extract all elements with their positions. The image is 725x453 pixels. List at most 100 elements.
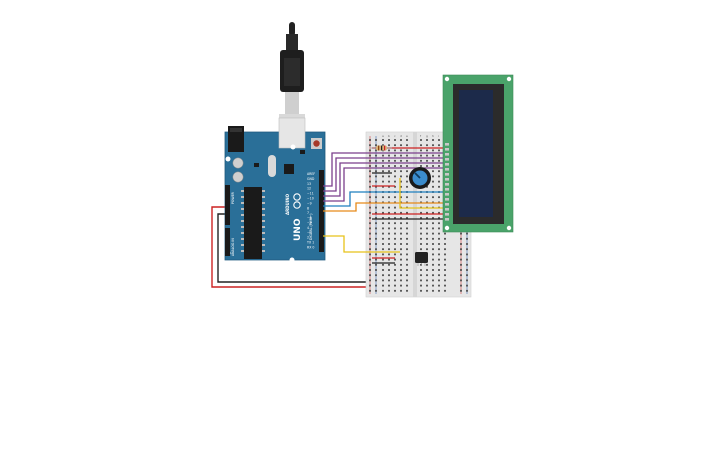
breadboard-hole[interactable] (400, 248, 402, 251)
breadboard-hole[interactable] (406, 243, 408, 245)
lcd-module[interactable] (442, 74, 514, 233)
breadboard-hole[interactable] (394, 165, 396, 167)
breadboard-hole[interactable] (382, 165, 384, 167)
breadboard-hole[interactable] (426, 144, 428, 147)
breadboard-hole[interactable] (400, 154, 402, 157)
breadboard-hole[interactable] (400, 263, 402, 266)
breadboard-hole[interactable] (438, 217, 440, 219)
breadboard-hole[interactable] (382, 258, 384, 261)
breadboard-hole[interactable] (400, 269, 402, 271)
breadboard-hole[interactable] (420, 248, 422, 251)
breadboard-hole[interactable] (388, 175, 390, 178)
breadboard-hole[interactable] (406, 258, 408, 261)
breadboard-hole[interactable] (388, 248, 390, 251)
breadboard-hole[interactable] (369, 154, 371, 157)
breadboard-hole[interactable] (400, 170, 402, 173)
arduino-board[interactable]: ARDUINO UNO DIGITAL (PWM~) POWER ANALOG … (224, 117, 326, 263)
breadboard-hole[interactable] (388, 154, 390, 157)
breadboard-hole[interactable] (426, 222, 428, 225)
lcd-pin[interactable] (445, 143, 449, 146)
analog-header[interactable] (225, 228, 230, 256)
breadboard-hole[interactable] (444, 263, 446, 266)
breadboard-hole[interactable] (394, 253, 396, 256)
breadboard-hole[interactable] (432, 263, 434, 266)
breadboard-hole[interactable] (388, 237, 390, 240)
breadboard-hole[interactable] (432, 253, 434, 256)
breadboard-hole[interactable] (382, 196, 384, 199)
lcd-pins[interactable] (445, 143, 449, 221)
breadboard-hole[interactable] (444, 237, 446, 240)
breadboard-hole[interactable] (406, 196, 408, 199)
breadboard-hole[interactable] (432, 154, 434, 157)
breadboard-hole[interactable] (426, 248, 428, 251)
breadboard-hole[interactable] (369, 165, 371, 167)
breadboard-hole[interactable] (466, 243, 468, 245)
breadboard-hole[interactable] (369, 289, 371, 292)
breadboard-hole[interactable] (406, 253, 408, 256)
breadboard-hole[interactable] (388, 222, 390, 225)
breadboard-hole[interactable] (438, 237, 440, 240)
breadboard-hole[interactable] (466, 258, 468, 261)
breadboard-hole[interactable] (388, 269, 390, 271)
breadboard-hole[interactable] (420, 232, 422, 235)
breadboard-hole[interactable] (400, 258, 402, 261)
breadboard-hole[interactable] (394, 185, 396, 188)
breadboard-hole[interactable] (382, 222, 384, 225)
breadboard-hole[interactable] (406, 269, 408, 271)
breadboard-hole[interactable] (444, 269, 446, 271)
breadboard-hole[interactable] (375, 237, 377, 240)
breadboard-hole[interactable] (388, 253, 390, 256)
breadboard-hole[interactable] (400, 196, 402, 199)
breadboard-hole[interactable] (426, 185, 428, 188)
breadboard-hole[interactable] (382, 243, 384, 245)
breadboard-hole[interactable] (394, 227, 396, 230)
breadboard-hole[interactable] (460, 253, 462, 256)
breadboard-hole[interactable] (460, 237, 462, 240)
breadboard-hole[interactable] (382, 253, 384, 256)
breadboard-hole[interactable] (444, 253, 446, 256)
breadboard-hole[interactable] (388, 206, 390, 209)
breadboard-hole[interactable] (466, 248, 468, 251)
breadboard-hole[interactable] (382, 159, 384, 162)
breadboard-hole[interactable] (426, 227, 428, 230)
breadboard-hole[interactable] (375, 139, 377, 141)
breadboard-hole[interactable] (394, 196, 396, 199)
breadboard-hole[interactable] (406, 211, 408, 214)
breadboard-hole[interactable] (382, 206, 384, 209)
breadboard-hole[interactable] (466, 253, 468, 256)
breadboard-hole[interactable] (388, 284, 390, 287)
breadboard-hole[interactable] (406, 154, 408, 157)
breadboard-hole[interactable] (420, 279, 422, 282)
breadboard-hole[interactable] (369, 237, 371, 240)
breadboard-hole[interactable] (369, 258, 371, 261)
breadboard-hole[interactable] (432, 139, 434, 141)
breadboard-hole[interactable] (444, 274, 446, 277)
breadboard-hole[interactable] (420, 274, 422, 277)
breadboard-hole[interactable] (438, 149, 440, 152)
lcd-pin[interactable] (445, 163, 449, 166)
breadboard-hole[interactable] (394, 232, 396, 235)
breadboard-hole[interactable] (460, 289, 462, 292)
breadboard-hole[interactable] (394, 279, 396, 282)
breadboard-hole[interactable] (406, 279, 408, 282)
breadboard-hole[interactable] (375, 154, 377, 157)
breadboard-hole[interactable] (466, 232, 468, 235)
breadboard-hole[interactable] (438, 165, 440, 167)
breadboard-hole[interactable] (394, 284, 396, 287)
breadboard-hole[interactable] (420, 211, 422, 214)
breadboard-hole[interactable] (426, 274, 428, 277)
breadboard-hole[interactable] (388, 185, 390, 188)
breadboard-hole[interactable] (382, 154, 384, 157)
breadboard-hole[interactable] (438, 139, 440, 141)
breadboard-hole[interactable] (400, 274, 402, 277)
breadboard-hole[interactable] (406, 222, 408, 225)
breadboard-hole[interactable] (432, 144, 434, 147)
breadboard-hole[interactable] (406, 180, 408, 183)
breadboard-hole[interactable] (375, 227, 377, 230)
breadboard-hole[interactable] (375, 165, 377, 167)
breadboard-hole[interactable] (460, 263, 462, 266)
breadboard-hole[interactable] (375, 211, 377, 214)
breadboard-hole[interactable] (420, 222, 422, 225)
breadboard-hole[interactable] (420, 269, 422, 271)
breadboard-hole[interactable] (382, 237, 384, 240)
